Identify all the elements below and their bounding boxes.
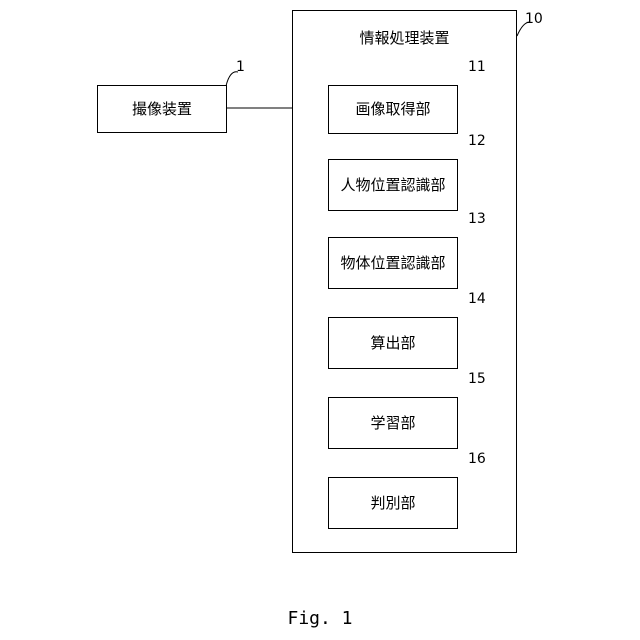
unit-ref: 13 — [468, 212, 486, 226]
unit-label: 物体位置認識部 — [340, 256, 445, 271]
figure-label: Fig. 1 — [0, 608, 640, 629]
camera-ref: 1 — [236, 60, 245, 74]
unit-label: 算出部 — [370, 336, 415, 351]
unit-discrimination: 判別部 — [328, 477, 458, 529]
device-ref: 10 — [525, 12, 543, 26]
unit-learning: 学習部 — [328, 397, 458, 449]
unit-label: 学習部 — [370, 416, 415, 431]
unit-ref: 15 — [468, 372, 486, 386]
unit-object-position-recognition: 物体位置認識部 — [328, 237, 458, 289]
unit-calculation: 算出部 — [328, 317, 458, 369]
unit-ref: 14 — [468, 292, 486, 306]
camera-label: 撮像装置 — [132, 102, 192, 117]
unit-label: 人物位置認識部 — [340, 178, 445, 193]
camera-box: 撮像装置 — [97, 85, 227, 133]
unit-ref: 12 — [468, 134, 486, 148]
unit-label: 判別部 — [370, 496, 415, 511]
device-title: 情報処理装置 — [293, 31, 516, 46]
unit-ref: 11 — [468, 60, 486, 74]
unit-ref: 16 — [468, 452, 486, 466]
unit-label: 画像取得部 — [355, 102, 430, 117]
unit-image-acquisition: 画像取得部 — [328, 85, 458, 134]
unit-person-position-recognition: 人物位置認識部 — [328, 159, 458, 211]
